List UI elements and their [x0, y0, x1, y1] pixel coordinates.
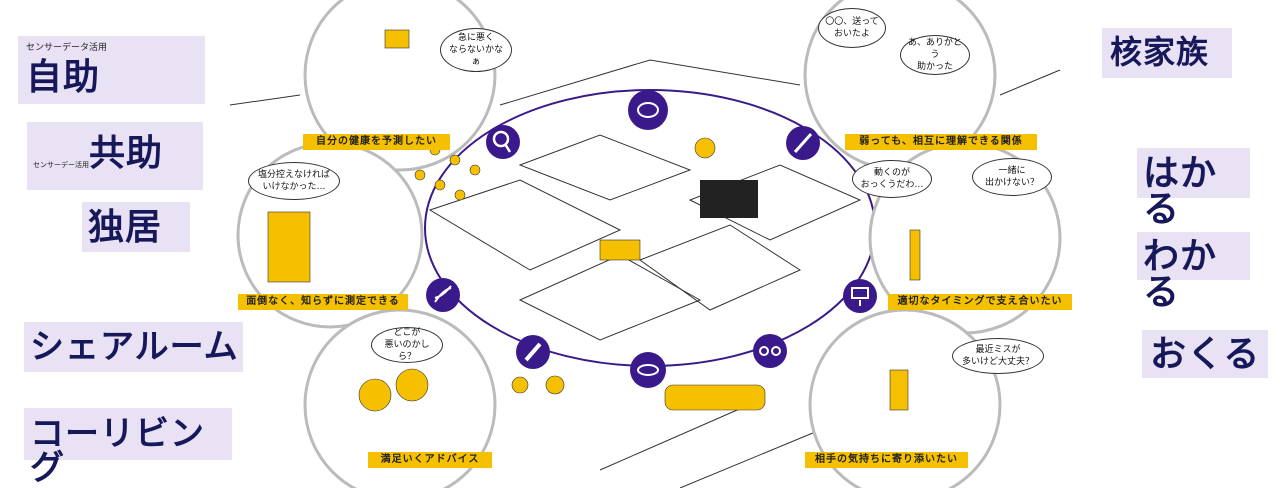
magnifier-icon: [486, 125, 520, 159]
tag-jijo: センサーデータ活用 自助: [18, 36, 205, 104]
laptop-chair-icon: [843, 279, 877, 313]
tag-share-room-label: シェアルーム: [30, 327, 239, 367]
caption-mutual-understanding: 弱っても、相互に理解できる関係: [845, 134, 1037, 150]
caption-easy-measurement: 面倒なく、知らずに測定できる: [238, 294, 408, 310]
speech-line: 塩分控えなければ: [257, 170, 330, 180]
tag-dokkyo: 独居: [82, 202, 190, 252]
tag-kyojo: センサーデー活用 共助: [27, 122, 203, 190]
speech-line: 急に悪く: [457, 33, 494, 43]
speech-bubble: 〇〇、送っておいたよ: [818, 8, 886, 48]
speech-line: どこが: [393, 328, 421, 338]
tag-co-living: コーリビング: [24, 408, 232, 485]
speech-line: 〇〇、送っておいたよ: [825, 17, 879, 39]
speech-line: 一緒に: [998, 166, 1026, 176]
tag-jijo-note: センサーデータ活用: [26, 43, 108, 53]
tag-okuru-label: おくる: [1150, 334, 1261, 375]
speech-bubble: 最近ミスが多いけど大丈夫？: [952, 338, 1044, 374]
tag-dokkyo-label: 独居: [88, 207, 163, 248]
speech-bubble: 塩分控えなければいけなかった…: [248, 162, 340, 200]
speech-line: ならないかなぁ: [448, 45, 503, 67]
speech-line: 動くのが: [873, 168, 910, 178]
speech-bubble: あ、ありがとう助かった: [900, 35, 970, 75]
glasses-icon: [753, 334, 787, 368]
tag-hakaru-label: はかる: [1143, 153, 1218, 230]
speech-line: 出かけない？: [984, 178, 1039, 188]
tag-co-living-label: コーリビング: [30, 414, 205, 488]
speech-line: 悪いのかしら？: [384, 340, 430, 362]
speech-line: いけなかった…: [262, 182, 326, 192]
caption-satisfying-advice: 満足いくアドバイス: [368, 452, 492, 468]
tag-okuru: おくる: [1142, 330, 1268, 378]
purple-icons: [426, 90, 877, 388]
carrot-icon: [516, 335, 550, 369]
speech-line: 助かった: [916, 62, 953, 72]
caption-timely-support: 適切なタイミングで支え合いたい: [888, 294, 1072, 310]
speech-line: あ、ありがとう: [907, 38, 962, 60]
speech-bubble: 動くのがおっくうだわ…: [852, 160, 932, 198]
speech-bubble: 急に悪くならないかなぁ: [440, 28, 512, 72]
tag-jijo-label: 自助: [26, 57, 101, 98]
tag-kyojo-note: センサーデー活用: [33, 161, 89, 169]
speech-bubble: 一緒に出かけない？: [972, 158, 1052, 196]
caption-empathy: 相手の気持ちに寄り添いたい: [805, 452, 968, 468]
tag-wakaru: わかる: [1137, 232, 1250, 311]
brain-icon: [628, 90, 668, 130]
tag-hakaru: はかる: [1137, 148, 1250, 228]
speech-bubble: どこが悪いのかしら？: [371, 327, 443, 363]
tag-kyojo-label: 共助: [89, 133, 164, 174]
speech-line: おっくうだわ…: [860, 180, 924, 190]
caption-predict-health: 自分の健康を予測したい: [303, 134, 450, 150]
tag-wakaru-label: わかる: [1143, 236, 1218, 313]
isometric-lines: [229, 59, 1061, 488]
tag-nuclear-family-label: 核家族: [1110, 33, 1210, 71]
tag-share-room: シェアルーム: [24, 322, 243, 372]
tag-nuclear-family: 核家族: [1102, 28, 1232, 78]
pills-icon: [630, 352, 666, 388]
speech-line: 多いけど大丈夫？: [961, 357, 1034, 367]
toothbrush-icon: [786, 126, 820, 160]
yellow-objects: [267, 29, 921, 412]
dna-icon: [426, 278, 460, 312]
tv: [700, 180, 758, 218]
speech-line: 最近ミスが: [975, 345, 1021, 355]
